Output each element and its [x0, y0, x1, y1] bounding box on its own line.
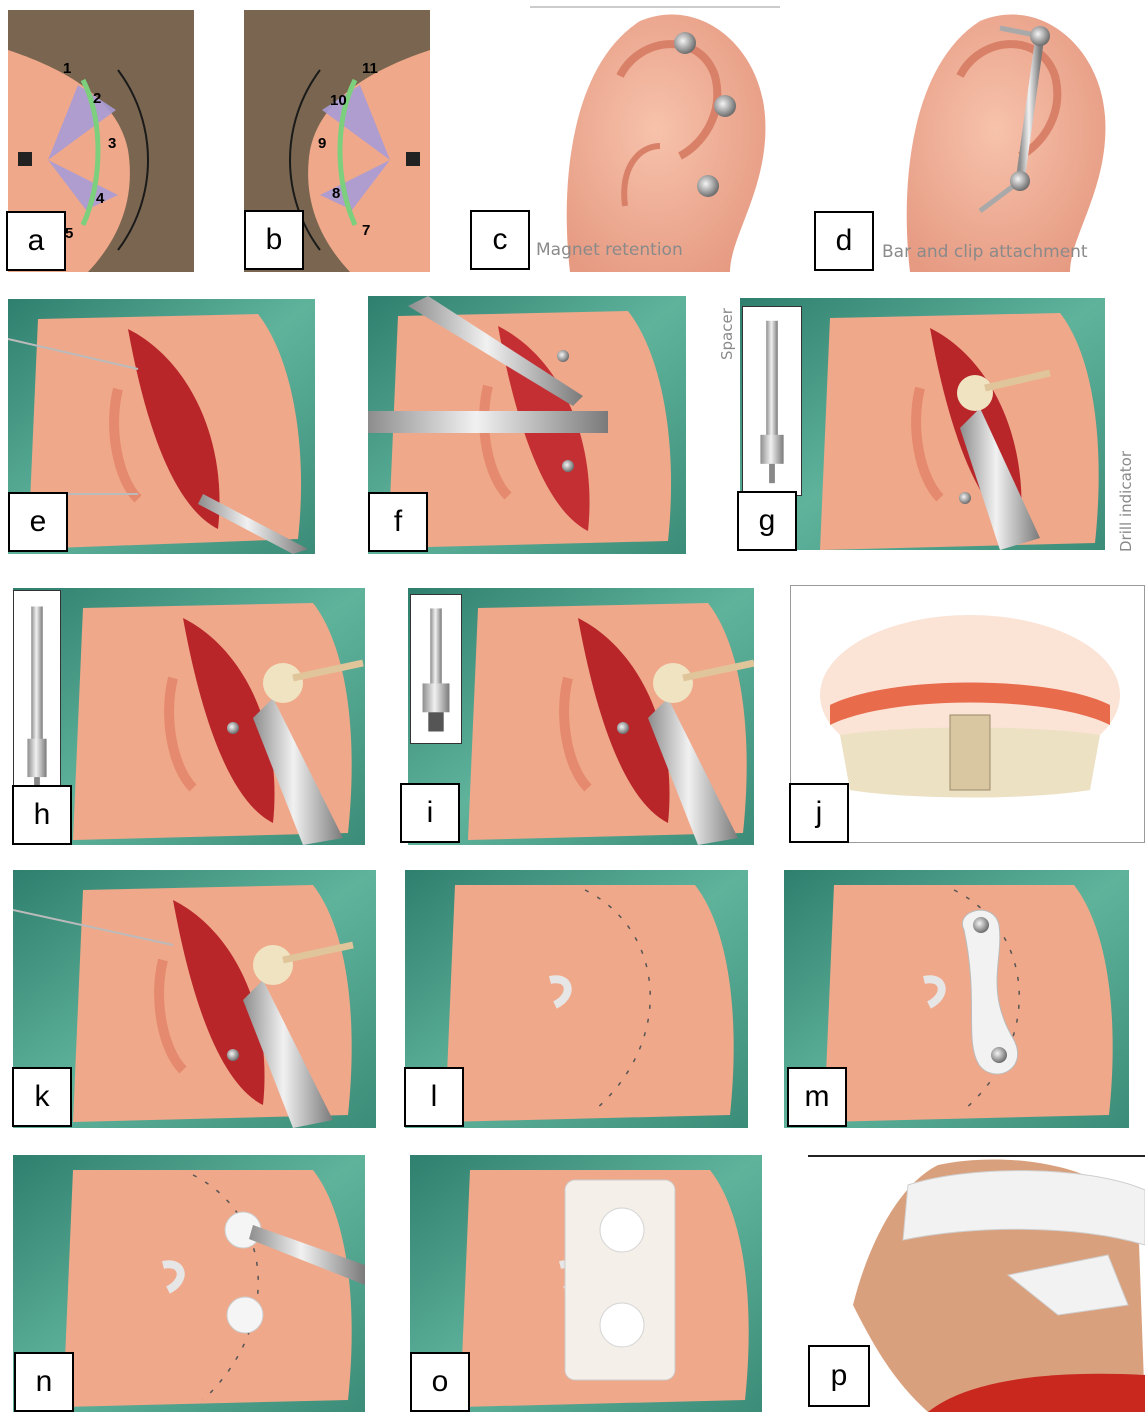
- panel-m-label: m: [787, 1067, 847, 1127]
- spacer-inset: [742, 306, 802, 496]
- panel-l-label: l: [404, 1067, 464, 1127]
- panel-k-label: k: [12, 1067, 72, 1127]
- panel-f-label: f: [368, 492, 428, 552]
- panel-d-label: d: [814, 211, 874, 271]
- panel-o-label: o: [410, 1352, 470, 1412]
- clock-number-11: 11: [362, 60, 378, 77]
- panel-c-label: c: [470, 210, 530, 270]
- panel-b-label: b: [244, 210, 304, 270]
- panel-c-magnet-retention: [530, 6, 780, 272]
- clock-number-3: 3: [108, 135, 116, 152]
- panel-i-label: i: [400, 783, 460, 843]
- clock-number-1: 1: [63, 60, 71, 77]
- panel-c-caption: Magnet retention: [536, 240, 683, 260]
- panel-d-bar-and-clip: [880, 6, 1125, 272]
- panel-e-label: e: [8, 492, 68, 552]
- panel-g-label: g: [737, 491, 797, 551]
- clock-number-2: 2: [93, 90, 101, 107]
- panel-n-label: n: [14, 1352, 74, 1412]
- clock-number-7: 7: [362, 222, 370, 239]
- clock-number-4: 4: [96, 190, 104, 207]
- panel-h-label: h: [12, 785, 72, 845]
- clock-number-9: 9: [318, 135, 326, 152]
- panel-p-label: p: [808, 1345, 870, 1407]
- panel-j-label: j: [789, 783, 849, 843]
- clock-number-5: 5: [65, 225, 73, 242]
- drill-indicator-caption: Drill indicator: [1117, 451, 1135, 552]
- clock-number-8: 8: [332, 185, 340, 202]
- panel-d-caption: Bar and clip attachment: [882, 242, 1088, 262]
- countersink-bit-inset: [410, 594, 462, 744]
- clock-number-10: 10: [330, 92, 347, 109]
- spacer-caption: Spacer: [718, 308, 736, 360]
- panel-a-label: a: [6, 211, 66, 271]
